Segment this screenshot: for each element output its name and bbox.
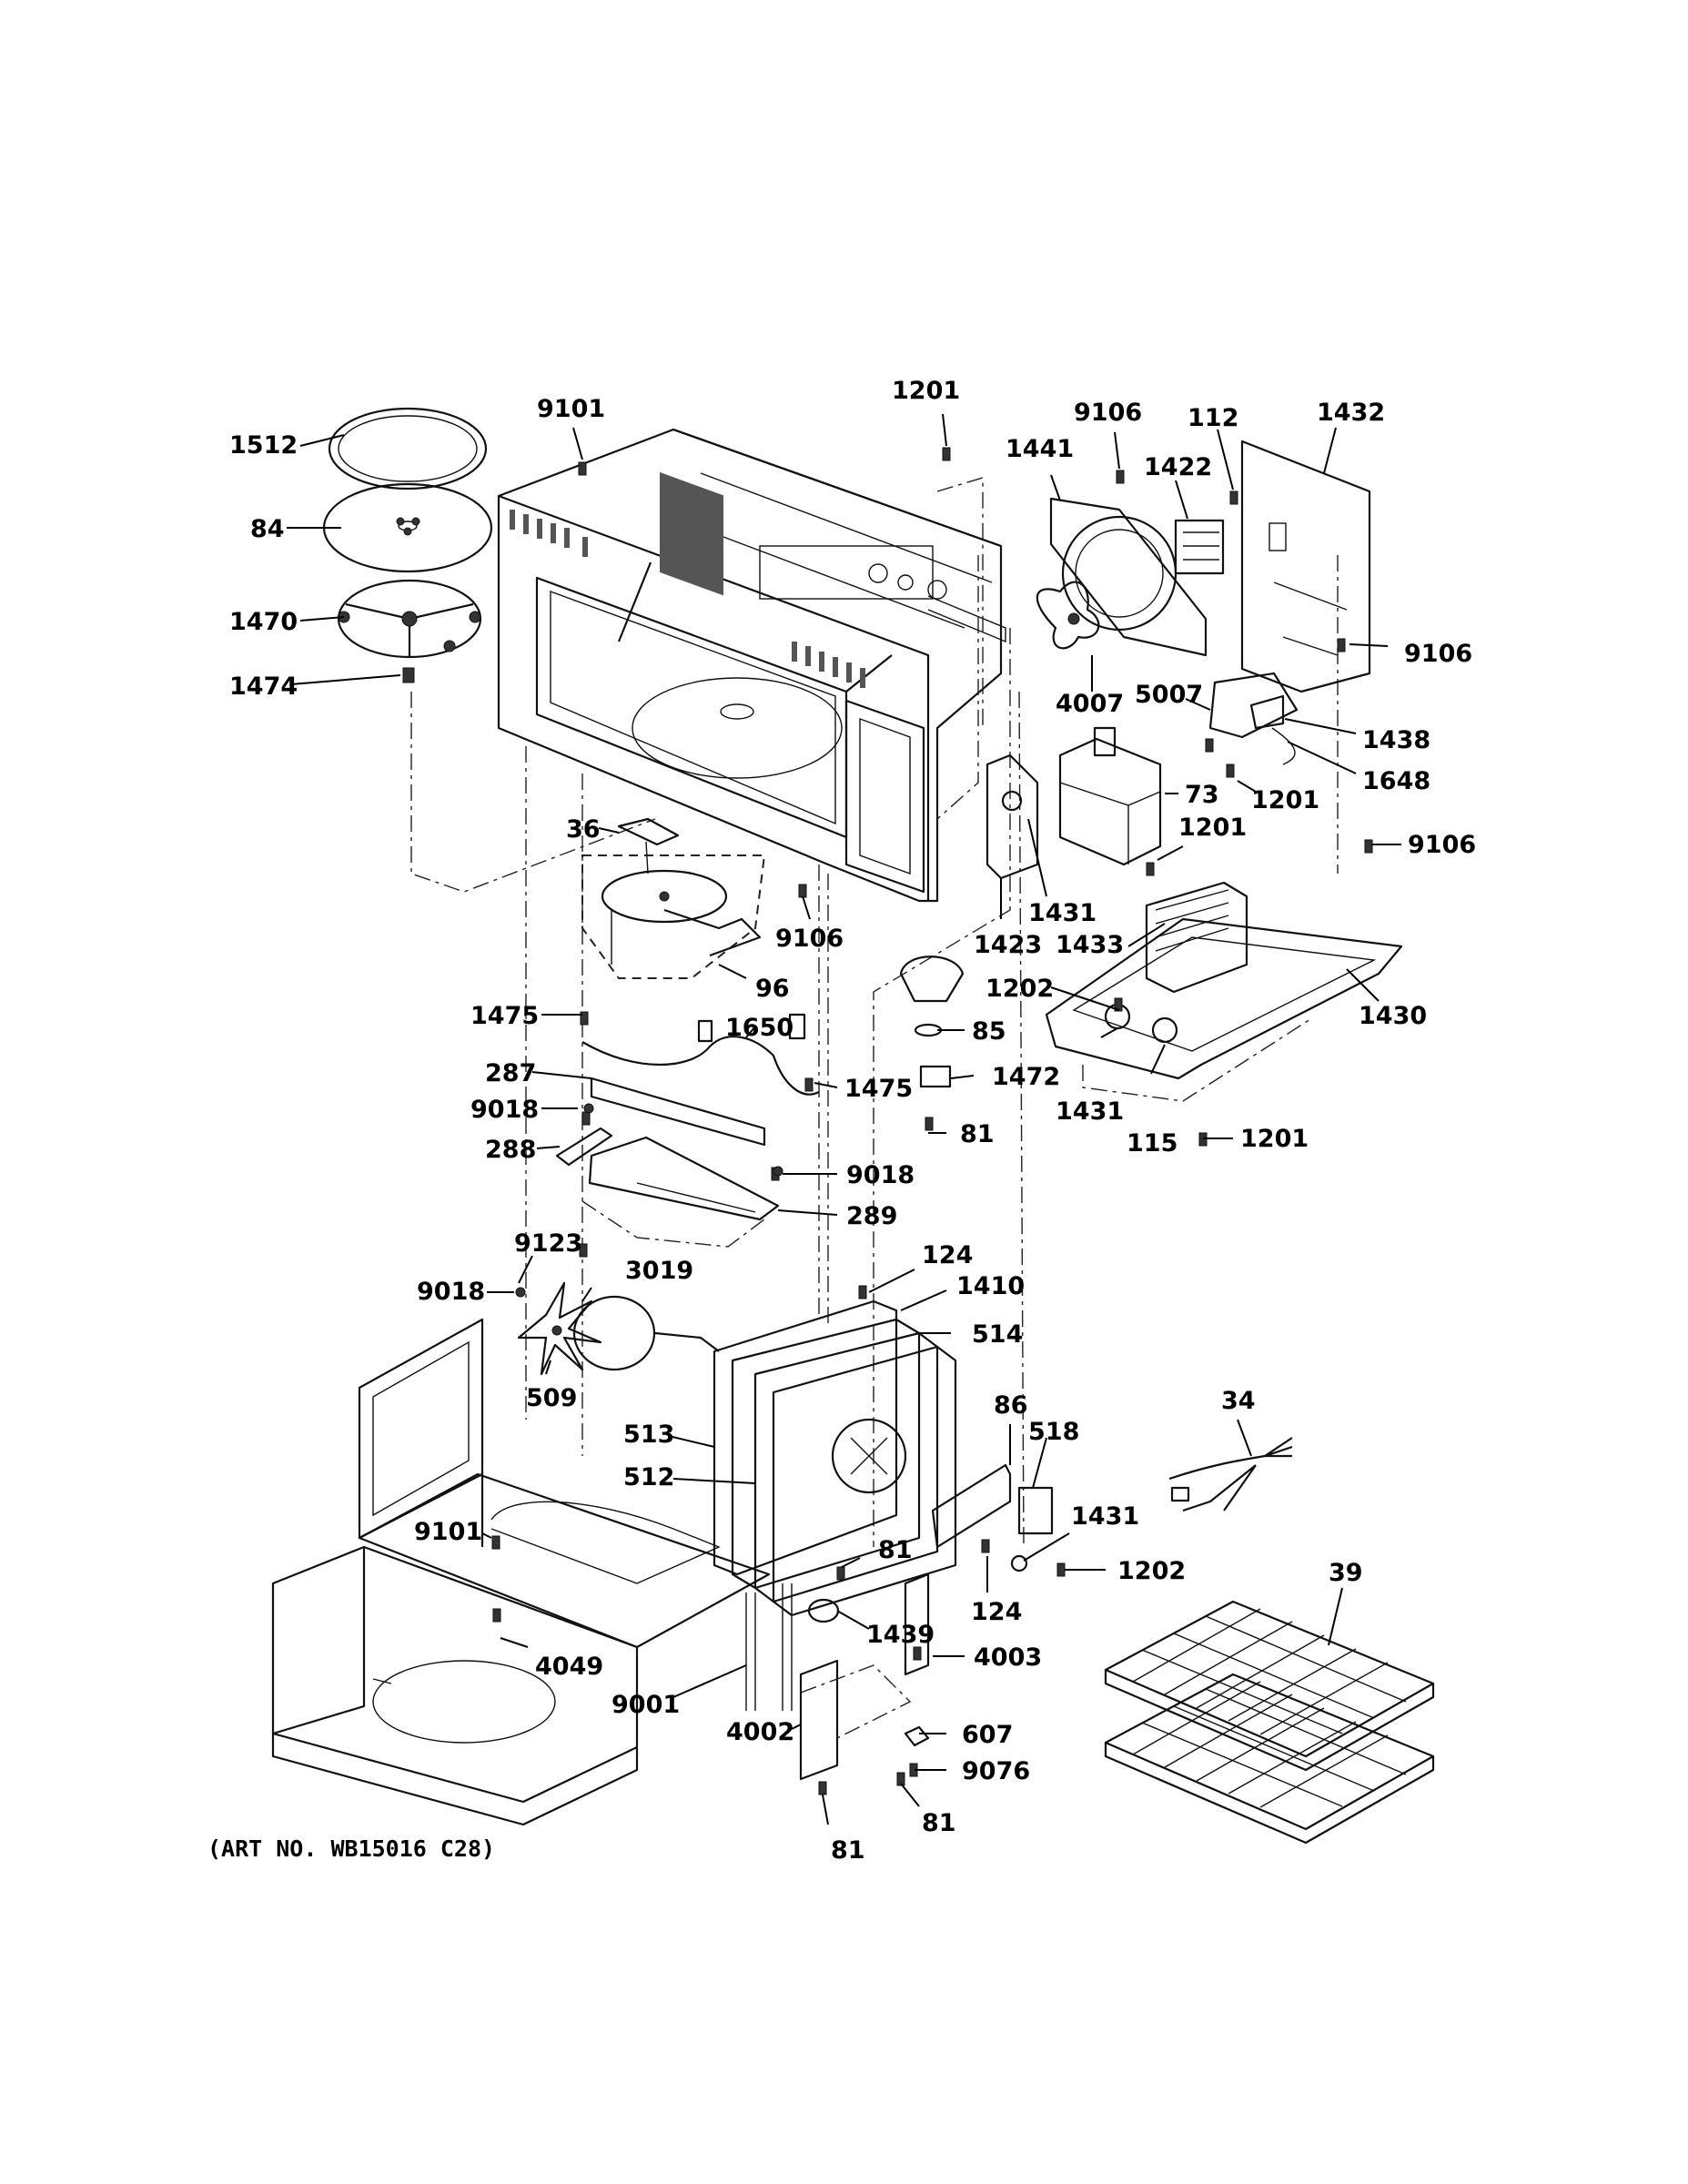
callout-1438: 1438 bbox=[1362, 726, 1430, 754]
callout-1441: 1441 bbox=[1006, 435, 1074, 463]
callout-9101-top: 9101 bbox=[537, 395, 605, 423]
callout-81-bottom: 81 bbox=[831, 1836, 865, 1865]
callout-5007: 5007 bbox=[1135, 681, 1203, 709]
callout-9076: 9076 bbox=[962, 1757, 1030, 1785]
callout-73: 73 bbox=[1185, 781, 1219, 809]
callout-1423: 1423 bbox=[974, 931, 1042, 959]
callout-512: 512 bbox=[623, 1463, 674, 1491]
callout-96: 96 bbox=[755, 975, 790, 1003]
leader-lines bbox=[287, 413, 1401, 1825]
callout-1431-mid: 1431 bbox=[1056, 1097, 1124, 1126]
callout-1201-mid: 1201 bbox=[1251, 786, 1319, 814]
callout-112: 112 bbox=[1188, 404, 1238, 432]
callout-1470: 1470 bbox=[229, 608, 298, 636]
callout-1202-bottom: 1202 bbox=[1117, 1557, 1186, 1585]
callout-1472: 1472 bbox=[992, 1063, 1060, 1091]
callout-1430: 1430 bbox=[1359, 1002, 1427, 1030]
callout-9106-cavity: 9106 bbox=[775, 925, 844, 953]
callout-1475-right: 1475 bbox=[844, 1075, 913, 1103]
callout-115: 115 bbox=[1127, 1129, 1178, 1158]
callout-85: 85 bbox=[972, 1017, 1006, 1046]
callout-86: 86 bbox=[994, 1391, 1028, 1420]
callout-3019: 3019 bbox=[625, 1257, 693, 1285]
callout-9001: 9001 bbox=[612, 1691, 680, 1719]
callout-4007: 4007 bbox=[1056, 690, 1124, 718]
callout-1433: 1433 bbox=[1056, 931, 1124, 959]
callout-1432: 1432 bbox=[1317, 399, 1385, 427]
callout-1475-left: 1475 bbox=[470, 1002, 539, 1030]
callout-1431-bottom: 1431 bbox=[1071, 1502, 1139, 1531]
callout-34: 34 bbox=[1221, 1387, 1256, 1415]
callout-1439: 1439 bbox=[866, 1621, 935, 1649]
callout-1410: 1410 bbox=[956, 1272, 1025, 1300]
callout-9106-mid: 9106 bbox=[1408, 831, 1476, 859]
callout-1431-top: 1431 bbox=[1028, 899, 1097, 927]
callout-9123: 9123 bbox=[514, 1229, 582, 1258]
callout-518: 518 bbox=[1028, 1418, 1079, 1446]
callout-81-top: 81 bbox=[960, 1120, 995, 1148]
callout-124-bottom: 124 bbox=[971, 1598, 1022, 1626]
callout-1201-top: 1201 bbox=[892, 377, 960, 405]
callout-39: 39 bbox=[1329, 1559, 1363, 1587]
callout-1474: 1474 bbox=[229, 672, 298, 701]
callout-9018-bottom: 9018 bbox=[417, 1278, 485, 1306]
callout-1650: 1650 bbox=[725, 1014, 793, 1042]
callout-81-door: 81 bbox=[878, 1536, 913, 1564]
callout-4002: 4002 bbox=[726, 1718, 794, 1746]
callout-36: 36 bbox=[566, 815, 601, 844]
callout-9106-top: 9106 bbox=[1074, 399, 1142, 427]
part-drawings bbox=[271, 407, 1435, 1845]
callout-1201-bottom: 1201 bbox=[1240, 1125, 1309, 1153]
callout-513: 513 bbox=[623, 1421, 674, 1449]
callout-1648: 1648 bbox=[1362, 767, 1430, 795]
callout-9018-mid: 9018 bbox=[846, 1161, 915, 1189]
callout-509: 509 bbox=[526, 1384, 577, 1412]
callout-4049: 4049 bbox=[535, 1653, 603, 1681]
callout-607: 607 bbox=[962, 1721, 1013, 1749]
callout-287: 287 bbox=[485, 1059, 536, 1087]
callout-9018-top: 9018 bbox=[470, 1096, 539, 1124]
callout-9106-right: 9106 bbox=[1404, 640, 1472, 668]
callout-288: 288 bbox=[485, 1136, 536, 1164]
callout-81-right: 81 bbox=[922, 1809, 956, 1837]
callout-1202-mid: 1202 bbox=[986, 975, 1054, 1003]
art-number-caption: (ART NO. WB15016 C28) bbox=[207, 1835, 495, 1862]
callout-1422: 1422 bbox=[1144, 453, 1212, 481]
callout-514: 514 bbox=[972, 1320, 1023, 1349]
callout-labels: 1512 84 1470 1474 9101 1201 9106 1441 11… bbox=[229, 377, 1476, 1865]
callout-1201-mag: 1201 bbox=[1178, 814, 1247, 842]
callout-84: 84 bbox=[250, 515, 285, 543]
callout-4003: 4003 bbox=[974, 1643, 1042, 1672]
callout-124-top: 124 bbox=[922, 1241, 973, 1269]
callout-289: 289 bbox=[846, 1202, 897, 1230]
callout-9101-bottom: 9101 bbox=[414, 1518, 482, 1546]
callout-1512: 1512 bbox=[229, 431, 298, 460]
